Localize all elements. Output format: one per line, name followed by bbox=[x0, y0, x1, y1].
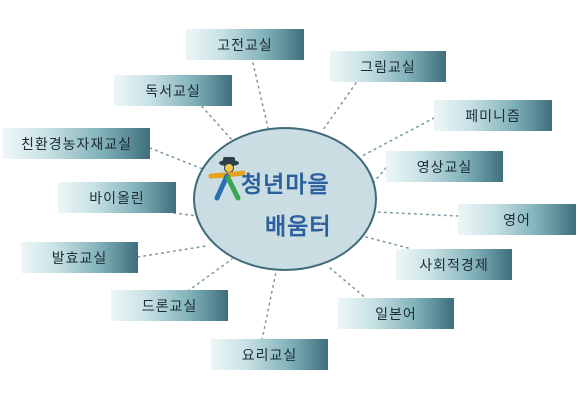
topic-node-reading: 독서교실 bbox=[114, 75, 232, 106]
connector-eco bbox=[149, 147, 206, 171]
topic-node-violin: 바이올린 bbox=[58, 182, 176, 213]
topic-node-social-economy: 사회적경제 bbox=[396, 249, 512, 280]
topic-node-feminism: 페미니즘 bbox=[434, 100, 552, 131]
center-title-line1: 청년마을 bbox=[241, 172, 330, 198]
connector-english bbox=[375, 211, 459, 217]
connector-reading bbox=[197, 101, 233, 141]
connector-drawing bbox=[322, 82, 357, 131]
connector-drone bbox=[187, 258, 233, 292]
connector-classic bbox=[252, 62, 269, 129]
topic-node-japanese: 일본어 bbox=[338, 298, 454, 329]
topic-node-eco: 친환경농자재교실 bbox=[3, 128, 150, 159]
connector-social-economy bbox=[361, 235, 409, 249]
topic-node-classic: 고전교실 bbox=[186, 29, 304, 60]
connector-feminism bbox=[361, 117, 435, 157]
topic-node-video: 영상교실 bbox=[386, 151, 503, 182]
center-title-line2: 배움터 bbox=[265, 214, 332, 240]
connector-cooking bbox=[261, 271, 277, 341]
connector-video bbox=[372, 167, 387, 184]
topic-node-drawing: 그림교실 bbox=[330, 51, 446, 82]
topic-node-cooking: 요리교실 bbox=[211, 339, 328, 370]
topic-node-speech: 발효교실 bbox=[21, 242, 138, 273]
connector-speech bbox=[137, 245, 207, 258]
topic-node-english: 영어 bbox=[458, 204, 576, 235]
connector-japanese bbox=[329, 267, 369, 301]
topic-node-drone: 드론교실 bbox=[111, 290, 228, 321]
person-figure-logo-icon bbox=[208, 157, 246, 201]
center-topic: 청년마을 배움터 bbox=[193, 127, 377, 271]
